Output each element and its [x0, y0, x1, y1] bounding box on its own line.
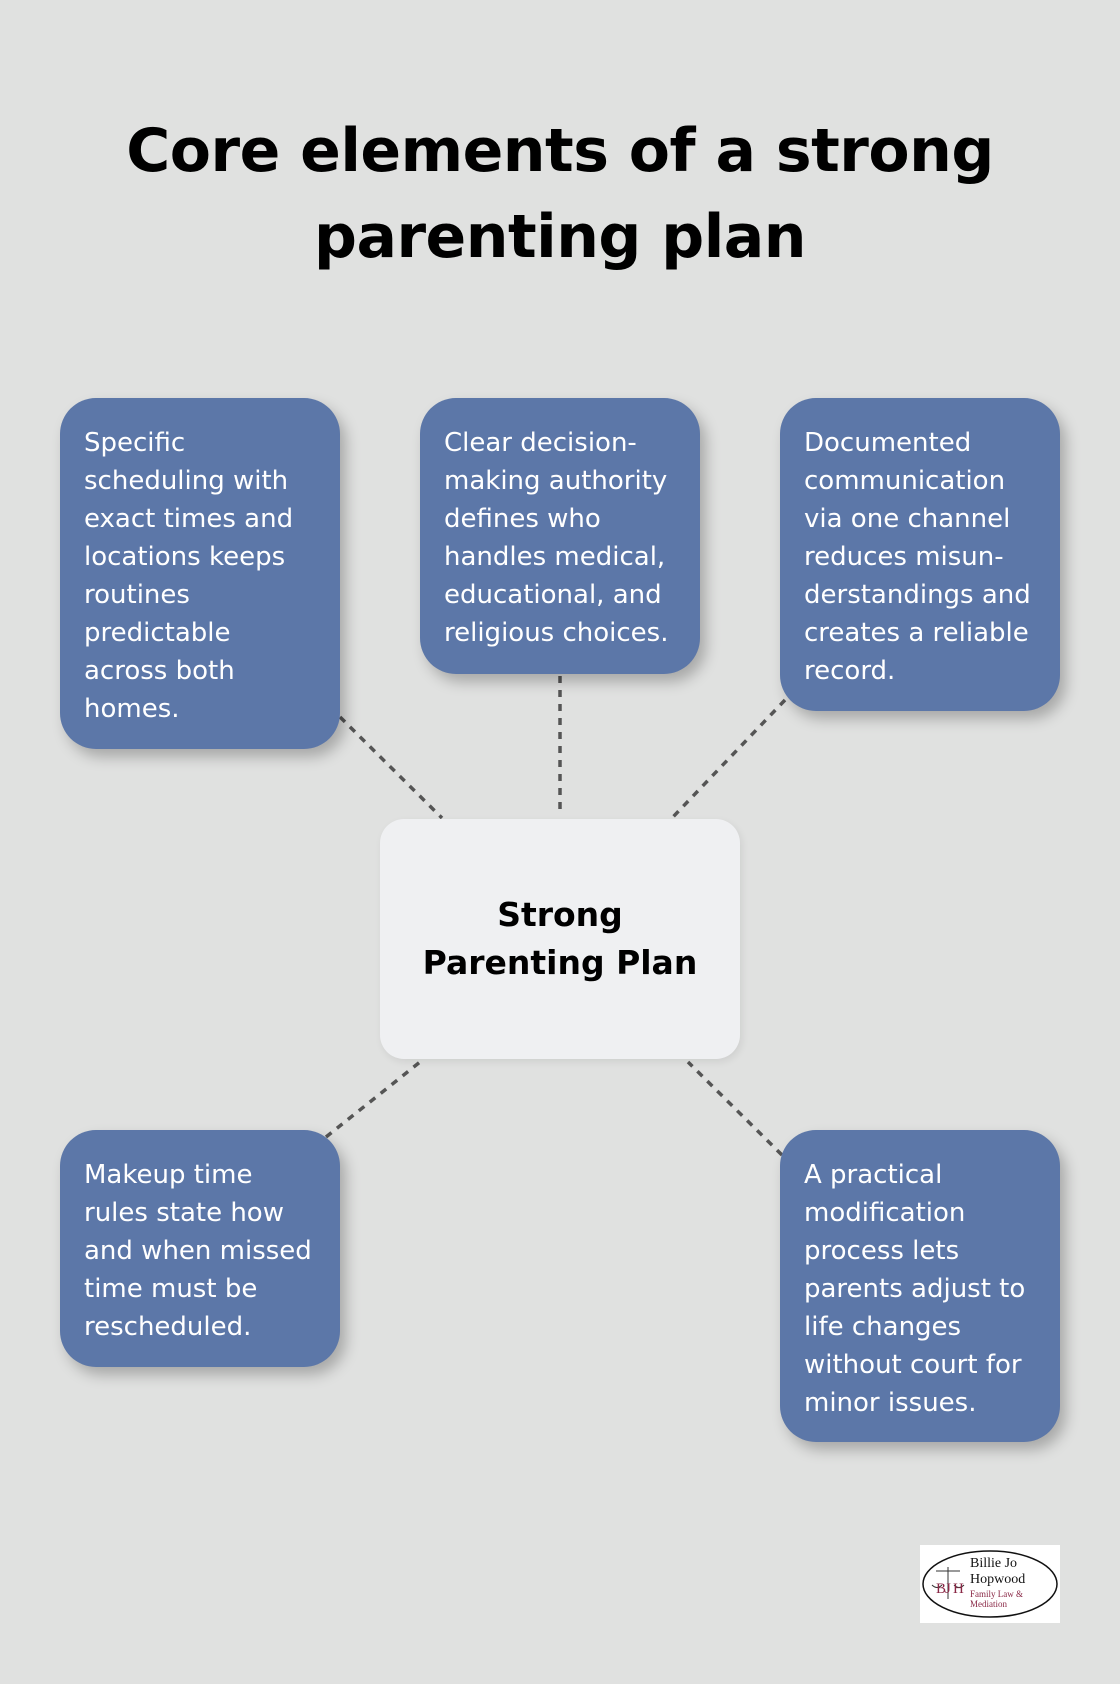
node-makeup-time: Makeup time rules state how and when mis…: [60, 1130, 340, 1367]
connector-4: [324, 1060, 422, 1139]
svg-text:J: J: [945, 1581, 951, 1597]
connector-1: [338, 715, 444, 820]
logo: B J H Billie Jo Hopwood Family Law & Med…: [920, 1545, 1060, 1623]
node-modification: A practical modification process lets pa…: [780, 1130, 1060, 1442]
svg-text:Family Law &: Family Law &: [970, 1589, 1023, 1599]
svg-text:B: B: [936, 1581, 946, 1597]
center-node: Strong Parenting Plan: [380, 819, 740, 1059]
center-label: Strong Parenting Plan: [422, 895, 698, 982]
connector-3: [670, 698, 787, 820]
node-scheduling: Specific scheduling with exact times and…: [60, 398, 340, 749]
svg-text:H: H: [953, 1581, 964, 1597]
svg-text:Hopwood: Hopwood: [970, 1572, 1025, 1587]
connector-5: [686, 1060, 784, 1157]
node-decision-making: Clear decision-making authority defines …: [420, 398, 700, 674]
svg-text:Billie Jo: Billie Jo: [970, 1556, 1017, 1571]
node-communication: Documented communication via one channel…: [780, 398, 1060, 711]
svg-text:Mediation: Mediation: [970, 1599, 1007, 1609]
page-title: Core elements of a strong parenting plan: [126, 116, 994, 272]
